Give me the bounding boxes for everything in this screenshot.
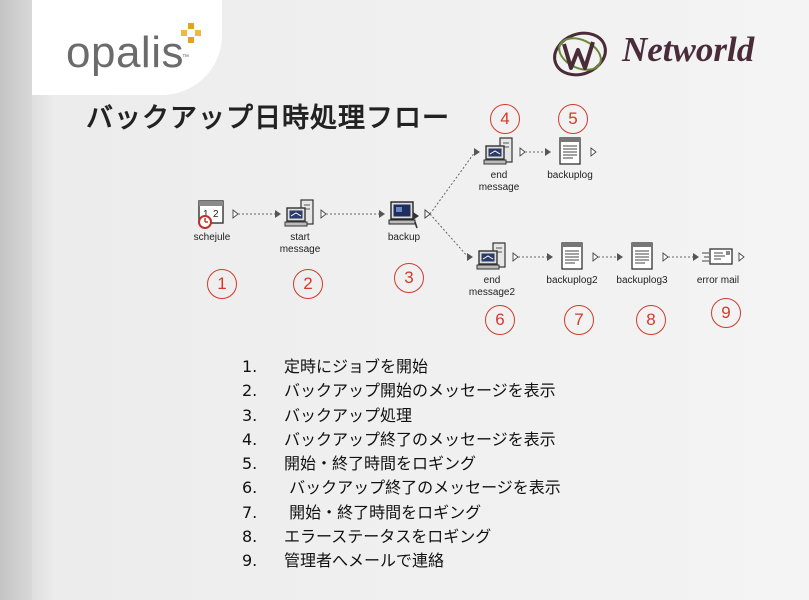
workflow-node-label: backuplog2: [546, 275, 598, 286]
step-number-badge: 8: [636, 305, 666, 335]
step-text: 管理者へメールで連絡: [284, 551, 445, 571]
step-number-badge: 2: [293, 269, 323, 299]
step-text: バックアップ処理: [284, 405, 413, 425]
flow-link-backuplog2-backuplog3: [592, 252, 623, 262]
step-number-badge: 7: [564, 305, 594, 335]
step-number-badge: 6: [485, 305, 515, 335]
flow-link-end-backuplog: [519, 147, 551, 157]
workflow-node-end2: end message2: [447, 241, 537, 299]
step-item: 6. バックアップ終了のメッセージを表示: [242, 476, 561, 500]
computer-message-icon: [255, 198, 345, 230]
slide-title: バックアップ日時処理フロー: [86, 103, 450, 134]
step-item: 7. 開始・終了時間をロギング: [242, 501, 561, 525]
log-document-icon: [597, 241, 687, 273]
svg-text:1: 1: [203, 209, 209, 220]
step-text: バックアップ終了のメッセージを表示: [284, 478, 561, 498]
workflow-node-errormail: error mail: [673, 241, 763, 287]
step-text: 開始・終了時間をロギング: [284, 454, 477, 474]
step-list: 1. 定時にジョブを開始 2. バックアップ開始のメッセージを表示 3. バックアップ処理…: [242, 355, 561, 574]
opalis-logo: opalis: [66, 28, 184, 77]
workflow-node-backuplog2: backuplog2: [527, 241, 617, 287]
networld-emblem-icon: [553, 31, 607, 77]
step-number: 7.: [242, 502, 258, 522]
step-text: 開始・終了時間をロギング: [284, 502, 482, 522]
step-number: 3.: [242, 405, 258, 425]
step-number: 1.: [242, 357, 258, 376]
step-item: 1. 定時にジョブを開始: [242, 355, 561, 379]
step-number-badge: 1: [207, 269, 237, 299]
opalis-plus-icon: [181, 23, 201, 43]
step-item: 4. バックアップ終了のメッセージを表示: [242, 428, 561, 452]
workflow-node-label: backuplog3: [616, 275, 668, 286]
workflow-node-backuplog3: backuplog3: [597, 241, 687, 287]
flow-link-backuplog3-errormail: [662, 252, 699, 262]
workflow-node-label: schejule: [193, 232, 231, 243]
step-number-badge: 9: [711, 298, 741, 328]
step-item: 3. バックアップ処理: [242, 404, 561, 428]
output-anchor-errormail: [738, 252, 745, 262]
workflow-node-backuplog: backuplog: [525, 136, 615, 182]
step-number-badge: 4: [490, 104, 520, 134]
workflow-node-backup: backup: [359, 198, 449, 244]
step-text: エラーステータスをロギング: [284, 527, 492, 547]
workflow-node-end: end message: [454, 136, 544, 194]
log-document-icon: [525, 136, 615, 168]
workflow-node-label: backup: [387, 232, 421, 243]
step-number: 9.: [242, 551, 258, 571]
workflow-node-label: start message: [279, 232, 321, 255]
output-anchor-backuplog: [590, 147, 597, 157]
step-item: 5. 開始・終了時間をロギング: [242, 452, 561, 476]
step-number: 5.: [242, 454, 258, 474]
computer-message-icon: [454, 136, 544, 168]
left-strip: [0, 0, 32, 600]
computer-message-icon: [447, 241, 537, 273]
workflow-node-label: end message2: [468, 275, 516, 298]
workflow-node-start: start message: [255, 198, 345, 256]
mail-icon: [673, 241, 763, 273]
logo-panel: [32, 0, 222, 95]
step-item: 8. エラーステータスをロギング: [242, 525, 561, 549]
step-item: 9. 管理者へメールで連絡: [242, 549, 561, 573]
step-text: バックアップ終了のメッセージを表示: [284, 429, 556, 449]
step-text: バックアップ開始のメッセージを表示: [284, 381, 556, 401]
step-number: 8.: [242, 527, 258, 547]
log-document-icon: [527, 241, 617, 273]
backup-computer-icon: [359, 198, 449, 230]
opalis-trademark: ™: [182, 54, 189, 61]
networld-logo: Networld: [622, 30, 755, 69]
workflow-node-schejule: 1 2 schejule: [167, 198, 257, 244]
workflow-node-label: end message: [478, 170, 520, 193]
svg-text:2: 2: [213, 209, 219, 220]
step-number-badge: 5: [558, 104, 588, 134]
flow-link-start-backup: [320, 209, 385, 219]
step-number: 4.: [242, 429, 258, 449]
workflow-node-label: backuplog: [547, 170, 593, 181]
step-text: 定時にジョブを開始: [284, 357, 429, 376]
step-item: 2. バックアップ開始のメッセージを表示: [242, 379, 561, 403]
workflow-node-label: error mail: [696, 275, 740, 286]
step-number-badge: 3: [394, 263, 424, 293]
flow-link-schejule-start: [232, 209, 281, 219]
step-number: 2.: [242, 381, 258, 401]
flow-link-end2-backuplog2: [512, 252, 553, 262]
flow-link-backup-end2: [424, 209, 473, 261]
schedule-icon: 1 2: [167, 198, 257, 230]
step-number: 6.: [242, 478, 258, 498]
